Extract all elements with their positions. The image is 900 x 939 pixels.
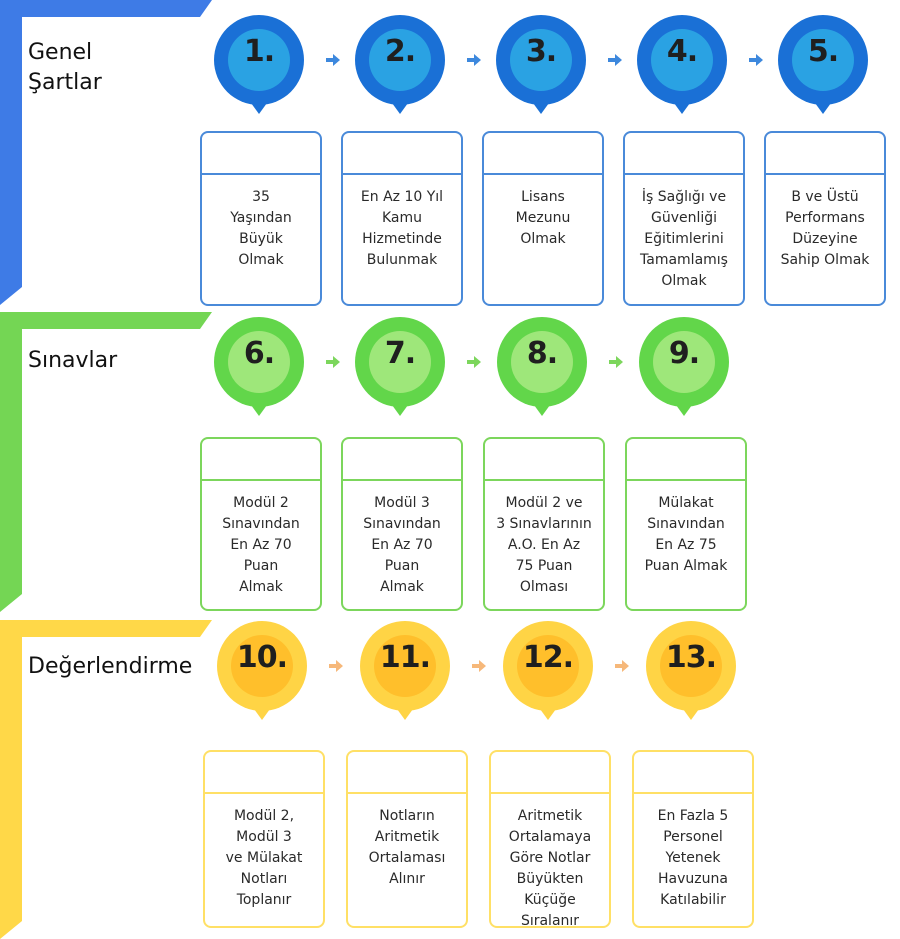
pin-icon bbox=[214, 317, 304, 416]
step-number: 12. bbox=[522, 640, 574, 675]
arrow-right-icon bbox=[749, 54, 763, 66]
pin-icon bbox=[637, 15, 727, 114]
step-card: En Fazla 5 Personel Yetenek Havuzuna Kat… bbox=[632, 750, 754, 928]
section-bracket bbox=[0, 620, 212, 939]
step-marker: 7. bbox=[354, 316, 446, 428]
step-card: B ve Üstü Performans Düzeyine Sahip Olma… bbox=[764, 131, 886, 306]
card-header bbox=[348, 752, 466, 794]
step-marker: 10. bbox=[216, 620, 308, 732]
step-card: İş Sağlığı ve Güvenliği Eğitimlerini Tam… bbox=[623, 131, 745, 306]
step-description: En Az 10 Yıl Kamu Hizmetinde Bulunmak bbox=[360, 189, 444, 268]
pin-icon bbox=[646, 621, 736, 720]
pin-icon bbox=[639, 317, 729, 416]
card-header bbox=[485, 439, 603, 481]
step-number: 8. bbox=[526, 336, 558, 371]
step-number: 3. bbox=[525, 34, 557, 69]
step-card: Modül 2 ve 3 Sınavlarının A.O. En Az 75 … bbox=[483, 437, 605, 611]
arrow-right-icon bbox=[326, 54, 340, 66]
section-bracket bbox=[0, 312, 212, 612]
step-marker: 12. bbox=[502, 620, 594, 732]
step-number: 11. bbox=[379, 640, 431, 675]
step-number: 2. bbox=[384, 34, 416, 69]
section-genel: Genel Şartlar 1. 35 Yaşından Büyük Olmak 2.… bbox=[0, 0, 900, 306]
step-description: Mülakat Sınavından En Az 75 Puan Almak bbox=[644, 495, 728, 574]
step-marker: 3. bbox=[495, 14, 587, 126]
section-title: Genel Şartlar bbox=[28, 40, 102, 95]
card-header bbox=[491, 752, 609, 794]
section-degerlendirme: Değerlendirme 10. Modül 2, Modül 3 ve Müla… bbox=[0, 620, 900, 939]
step-description: B ve Üstü Performans Düzeyine Sahip Olma… bbox=[780, 189, 870, 268]
card-header bbox=[766, 133, 884, 175]
pin-icon bbox=[355, 15, 445, 114]
step-description: Lisans Mezunu Olmak bbox=[515, 189, 571, 247]
card-header bbox=[343, 133, 461, 175]
arrow-right-icon bbox=[608, 54, 622, 66]
step-card: Modül 3 Sınavından En Az 70 Puan Almak bbox=[341, 437, 463, 611]
card-header bbox=[484, 133, 602, 175]
step-marker: 5. bbox=[777, 14, 869, 126]
arrow-right-icon bbox=[467, 356, 481, 368]
card-header bbox=[625, 133, 743, 175]
arrow-right-icon bbox=[615, 660, 629, 672]
section-title: Sınavlar bbox=[28, 348, 118, 373]
arrow-right-icon bbox=[329, 660, 343, 672]
card-header bbox=[634, 752, 752, 794]
step-marker: 9. bbox=[638, 316, 730, 428]
step-description: Aritmetik Ortalamaya Göre Notlar Büyükte… bbox=[508, 808, 592, 929]
step-description: En Fazla 5 Personel Yetenek Havuzuna Kat… bbox=[657, 808, 729, 908]
card-header bbox=[343, 439, 461, 481]
step-marker: 2. bbox=[354, 14, 446, 126]
step-number: 5. bbox=[807, 34, 839, 69]
step-number: 1. bbox=[243, 34, 275, 69]
step-card: Aritmetik Ortalamaya Göre Notlar Büyükte… bbox=[489, 750, 611, 929]
pin-icon bbox=[355, 317, 445, 416]
step-number: 13. bbox=[665, 640, 717, 675]
step-description: Modül 2 Sınavından En Az 70 Puan Almak bbox=[222, 495, 300, 595]
step-card: Lisans Mezunu Olmak bbox=[482, 131, 604, 306]
step-number: 4. bbox=[666, 34, 698, 69]
card-header bbox=[202, 133, 320, 175]
step-description: Notların Aritmetik Ortalaması Alınır bbox=[368, 808, 446, 887]
card-header bbox=[627, 439, 745, 481]
step-marker: 1. bbox=[213, 14, 305, 126]
arrow-right-icon bbox=[326, 356, 340, 368]
pin-icon bbox=[778, 15, 868, 114]
step-card: En Az 10 Yıl Kamu Hizmetinde Bulunmak bbox=[341, 131, 463, 306]
pin-icon bbox=[496, 15, 586, 114]
step-card: Modül 2 Sınavından En Az 70 Puan Almak bbox=[200, 437, 322, 611]
arrow-right-icon bbox=[609, 356, 623, 368]
section-bracket bbox=[0, 0, 212, 305]
step-number: 6. bbox=[243, 336, 275, 371]
step-description: Modül 3 Sınavından En Az 70 Puan Almak bbox=[363, 495, 441, 595]
step-number: 9. bbox=[668, 336, 700, 371]
card-header bbox=[202, 439, 320, 481]
pin-icon bbox=[217, 621, 307, 720]
step-marker: 4. bbox=[636, 14, 728, 126]
pin-icon bbox=[497, 317, 587, 416]
step-marker: 13. bbox=[645, 620, 737, 732]
section-title: Değerlendirme bbox=[28, 654, 193, 679]
step-card: 35 Yaşından Büyük Olmak bbox=[200, 131, 322, 306]
step-card: Modül 2, Modül 3 ve Mülakat Notları Topl… bbox=[203, 750, 325, 928]
step-description: 35 Yaşından Büyük Olmak bbox=[230, 189, 292, 268]
step-marker: 11. bbox=[359, 620, 451, 732]
step-number: 10. bbox=[236, 640, 288, 675]
step-description: İş Sağlığı ve Güvenliği Eğitimlerini Tam… bbox=[640, 189, 728, 289]
step-marker: 6. bbox=[213, 316, 305, 428]
arrow-right-icon bbox=[472, 660, 486, 672]
pin-icon bbox=[503, 621, 593, 720]
step-card: Notların Aritmetik Ortalaması Alınır bbox=[346, 750, 468, 928]
step-number: 7. bbox=[384, 336, 416, 371]
step-description: Modül 2, Modül 3 ve Mülakat Notları Topl… bbox=[225, 808, 303, 908]
pin-icon bbox=[360, 621, 450, 720]
pin-icon bbox=[214, 15, 304, 114]
step-description: Modül 2 ve 3 Sınavlarının A.O. En Az 75 … bbox=[496, 495, 592, 595]
card-header bbox=[205, 752, 323, 794]
step-marker: 8. bbox=[496, 316, 588, 428]
section-sinavlar: Sınavlar 6. Modül 2 Sınavından En Az 70 Pu… bbox=[0, 312, 900, 612]
arrow-right-icon bbox=[467, 54, 481, 66]
step-card: Mülakat Sınavından En Az 75 Puan Almak bbox=[625, 437, 747, 611]
